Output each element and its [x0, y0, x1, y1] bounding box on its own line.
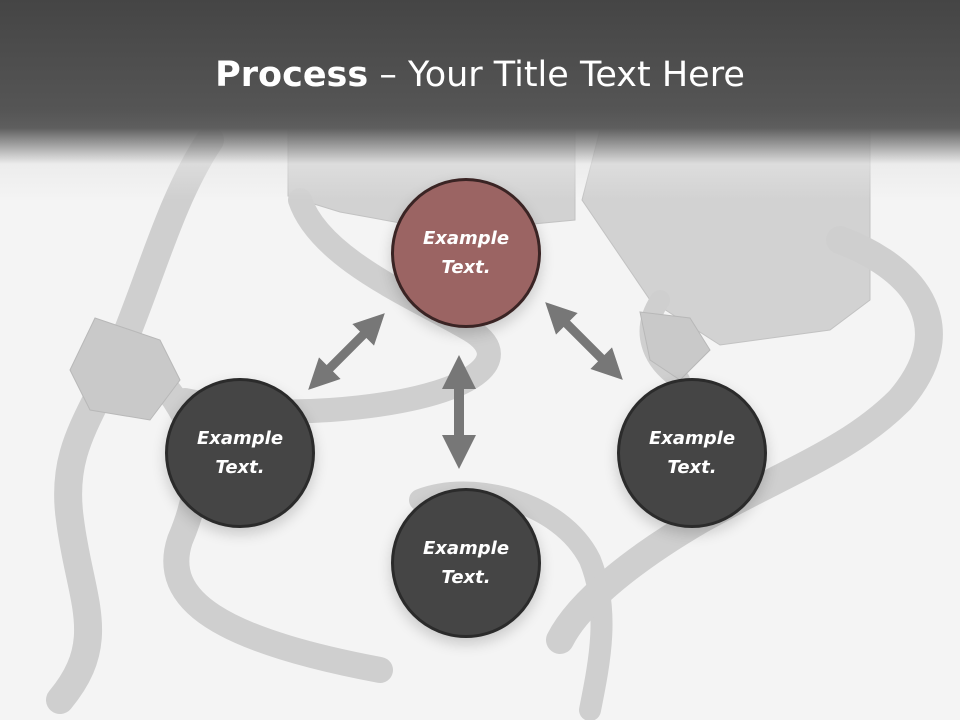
arrow-top-left	[308, 313, 385, 390]
slide-title: Process – Your Title Text Here	[0, 52, 960, 98]
bg-belt-left	[46, 126, 224, 714]
title-bold: Process	[215, 55, 369, 95]
title-bar: Process – Your Title Text Here	[0, 0, 960, 200]
node-bottom-label: Example Text.	[422, 538, 510, 588]
arrow-top-right	[545, 302, 623, 380]
bg-buckle-left	[69, 317, 181, 421]
node-top-label: Example Text.	[422, 228, 510, 278]
process-node-bottom: Example Text.	[391, 488, 541, 638]
node-right-label: Example Text.	[648, 428, 736, 478]
bg-belt-right	[546, 226, 943, 654]
process-node-top: Example Text.	[391, 178, 541, 328]
title-rest: – Your Title Text Here	[368, 55, 745, 95]
node-left-label: Example Text.	[196, 428, 284, 478]
process-node-right: Example Text.	[617, 378, 767, 528]
bg-buckle-right	[639, 311, 711, 381]
process-node-left: Example Text.	[165, 378, 315, 528]
